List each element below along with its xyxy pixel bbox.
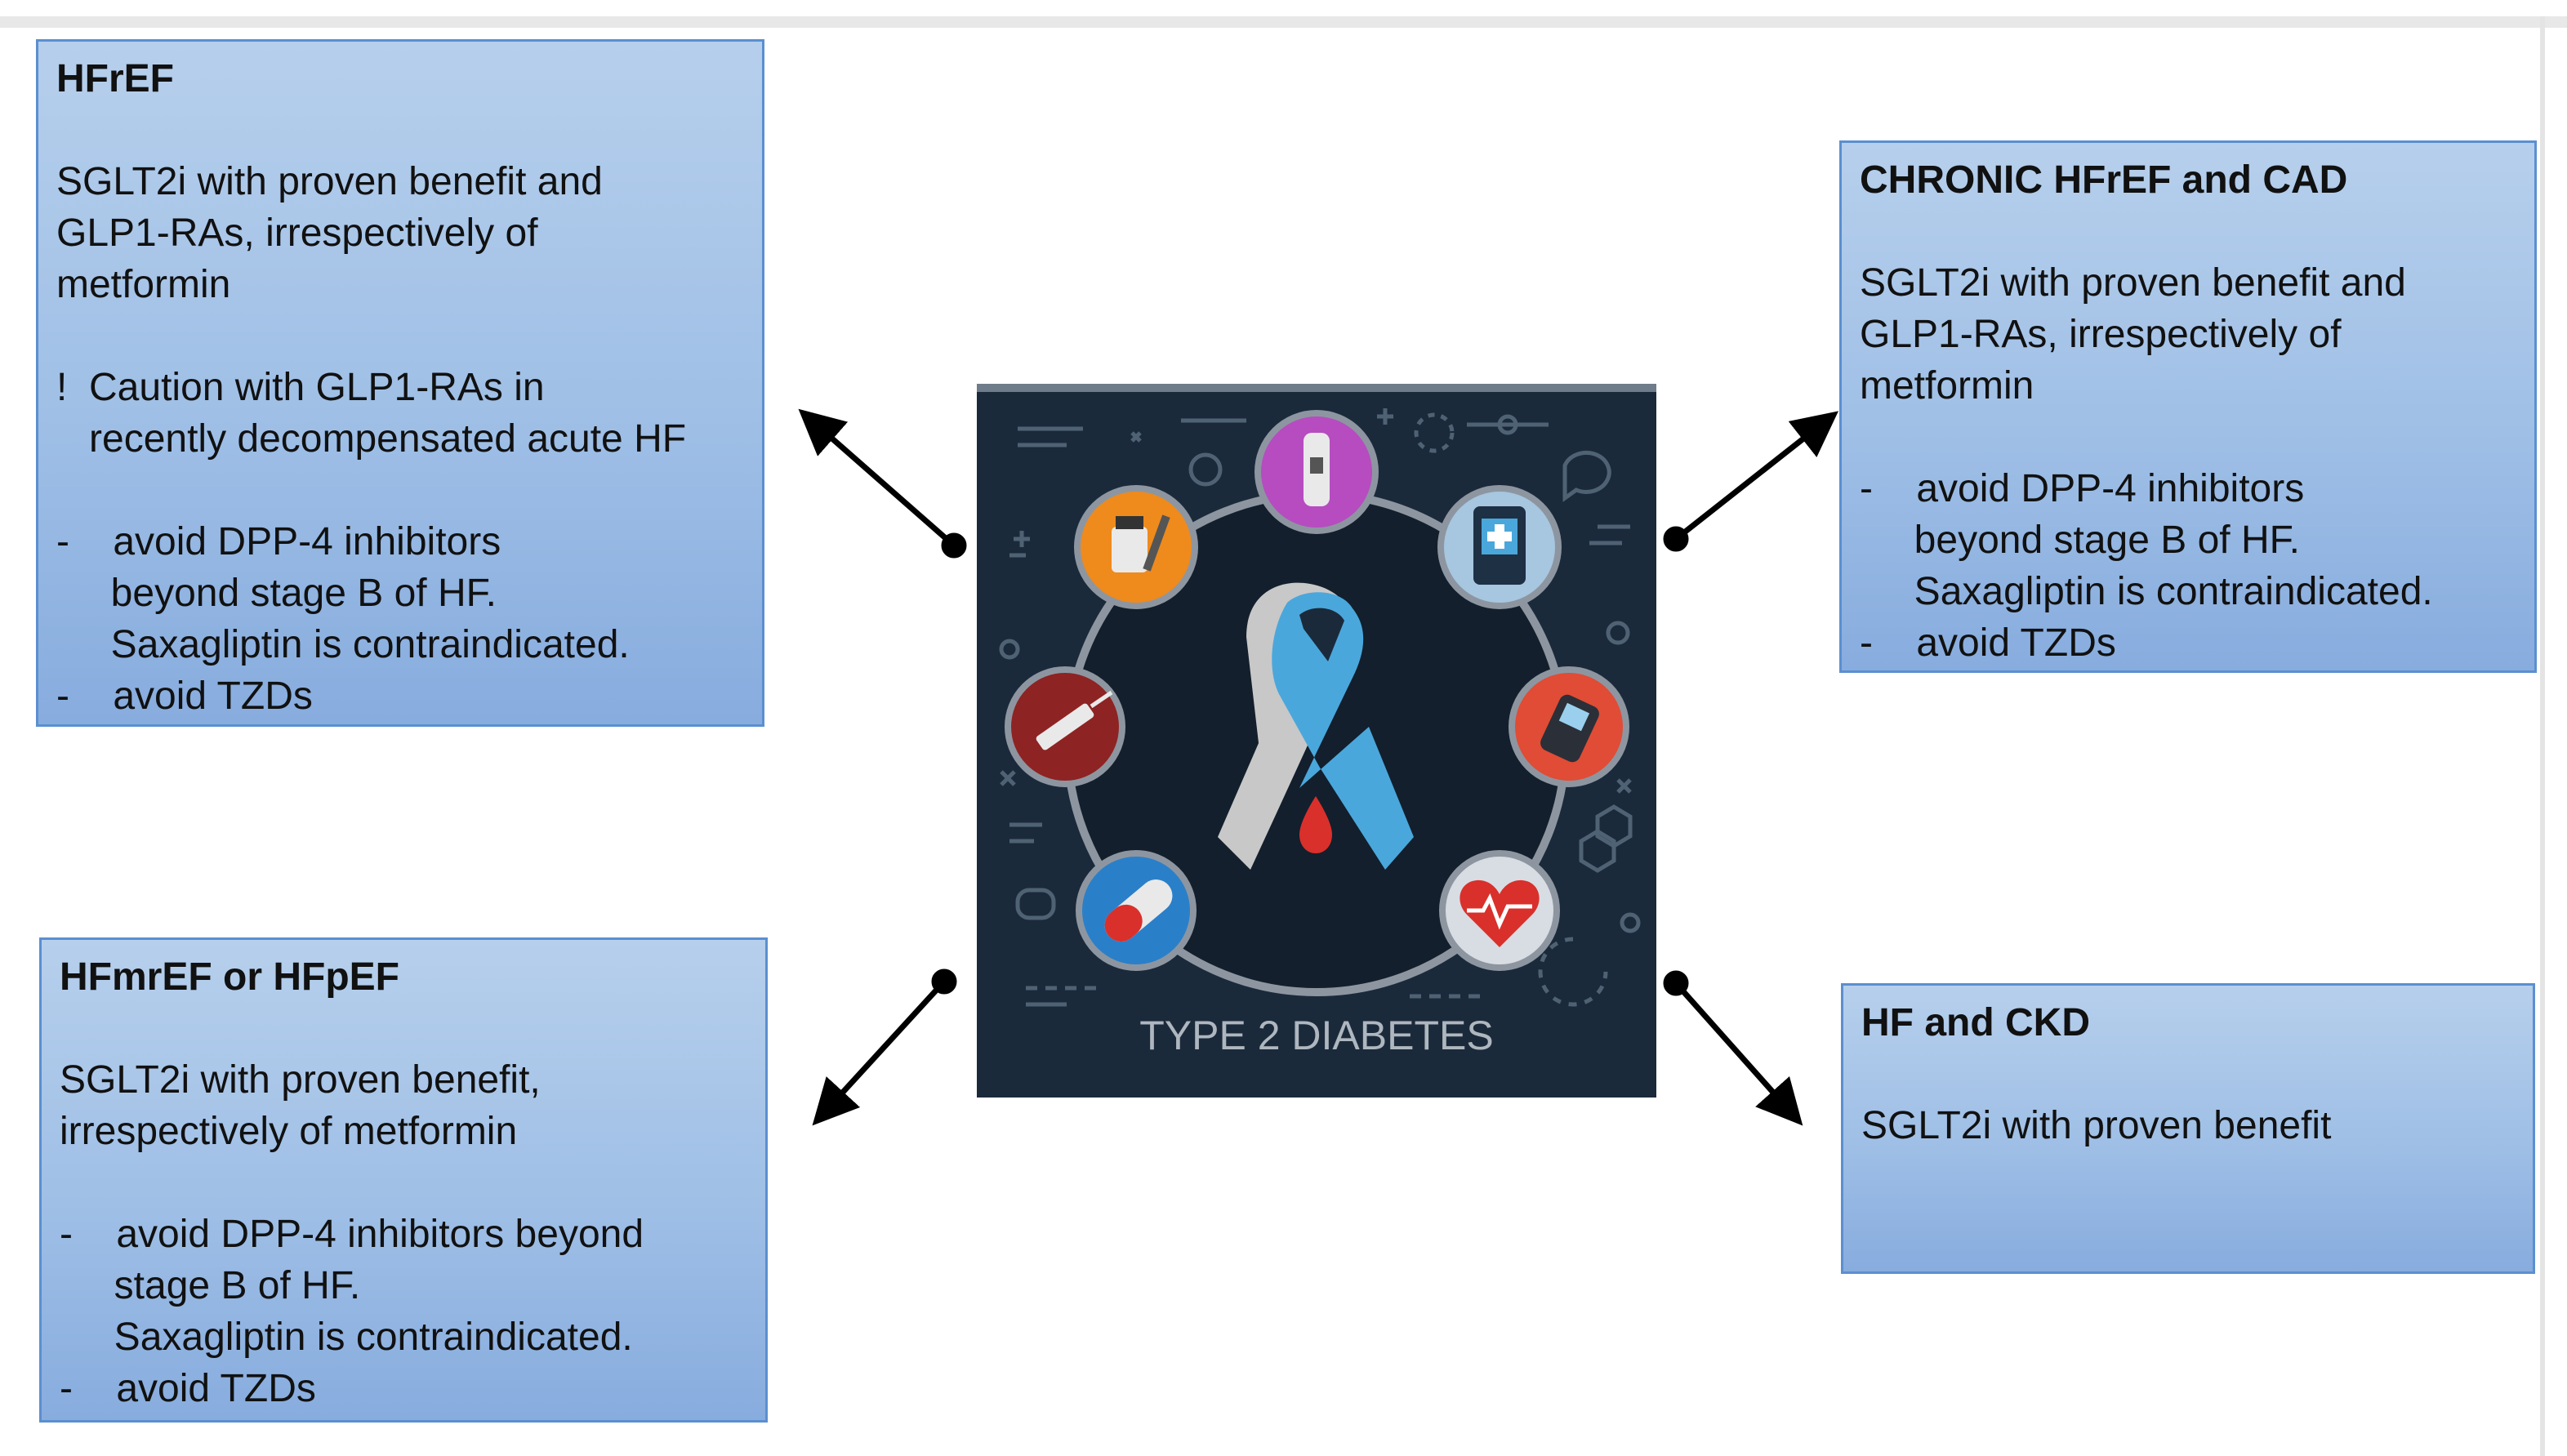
insulin-vial-icon <box>1074 485 1198 609</box>
hfmref-bullet-line: - avoid DPP-4 inhibitors beyond <box>60 1213 644 1256</box>
hf-ckd-box: HF and CKD SGLT2i with proven benefit <box>1841 983 2535 1274</box>
hfref-caution-line: recently decompensated acute HF <box>56 417 687 461</box>
glucose-meter-icon <box>1509 666 1629 787</box>
chronic-line: SGLT2i with proven benefit and <box>1860 261 2406 305</box>
heart-monitor-icon <box>1439 850 1560 971</box>
chronic-hfref-cad-box: CHRONIC HFrEF and CAD SGLT2i with proven… <box>1839 140 2537 673</box>
hfref-line: GLP1-RAs, irrespectively of <box>56 211 538 255</box>
hfref-caution-line: ! Caution with GLP1-RAs in <box>56 366 545 409</box>
awareness-ribbon-icon <box>1218 582 1414 870</box>
arrow-to-hfckd <box>1673 981 1803 1126</box>
pen-injector-icon <box>1255 410 1379 534</box>
hfckd-line: SGLT2i with proven benefit <box>1861 1104 2332 1147</box>
arrow-origin-dot <box>1663 526 1689 552</box>
hfckd-title: HF and CKD <box>1861 1001 2090 1044</box>
hfmref-bullet-line: stage B of HF. <box>60 1264 361 1307</box>
hfref-line: metformin <box>56 263 231 306</box>
arrow-origin-dot <box>931 968 957 995</box>
chronic-bullet-line: - avoid TZDs <box>1860 621 2116 665</box>
arrow-to-chronic <box>1673 411 1839 541</box>
chronic-bullet-line: - avoid DPP-4 inhibitors <box>1860 467 2305 510</box>
illustration-top-edge <box>977 384 1656 392</box>
chronic-line: GLP1-RAs, irrespectively of <box>1860 313 2342 356</box>
hfref-bullet-line: Saxagliptin is contraindicated. <box>56 623 630 666</box>
arrow-origin-dot <box>1663 970 1689 996</box>
hfmref-line: irrespectively of metformin <box>60 1110 518 1153</box>
arrow-to-hfmref <box>812 979 947 1126</box>
chronic-bullet-line: beyond stage B of HF. <box>1860 519 2300 562</box>
pill-capsule-icon <box>1076 850 1197 971</box>
medical-tablet-icon <box>1437 485 1562 609</box>
chronic-line: metformin <box>1860 364 2034 407</box>
hfref-line: SGLT2i with proven benefit and <box>56 160 603 203</box>
hfmref-title: HFmrEF or HFpEF <box>60 955 399 999</box>
decor-glyphs <box>999 408 1641 1007</box>
chronic-title: CHRONIC HFrEF and CAD <box>1860 158 2348 202</box>
type2-diabetes-illustration: TYPE 2 DIABETES <box>977 384 1656 1098</box>
arrow-origin-dot <box>941 532 967 559</box>
arrow-to-hfref <box>798 408 956 548</box>
hfref-title: HFrEF <box>56 57 174 100</box>
hfref-bullet-line: - avoid TZDs <box>56 675 313 718</box>
hfmref-bullet-line: Saxagliptin is contraindicated. <box>60 1316 633 1359</box>
syringe-icon <box>1005 666 1125 787</box>
hfref-box: HFrEF SGLT2i with proven benefit and GLP… <box>36 39 764 727</box>
hfref-bullet-line: beyond stage B of HF. <box>56 572 497 615</box>
hfmref-line: SGLT2i with proven benefit, <box>60 1058 541 1102</box>
hfmref-hfpef-box: HFmrEF or HFpEF SGLT2i with proven benef… <box>39 937 768 1423</box>
diagram-caption: TYPE 2 DIABETES <box>1139 1013 1493 1058</box>
frame-right-border <box>2540 16 2545 1456</box>
chronic-bullet-line: Saxagliptin is contraindicated. <box>1860 570 2433 613</box>
hfref-bullet-line: - avoid DPP-4 inhibitors <box>56 520 501 563</box>
frame-top-border <box>0 16 2567 28</box>
hfmref-bullet-line: - avoid TZDs <box>60 1367 316 1410</box>
